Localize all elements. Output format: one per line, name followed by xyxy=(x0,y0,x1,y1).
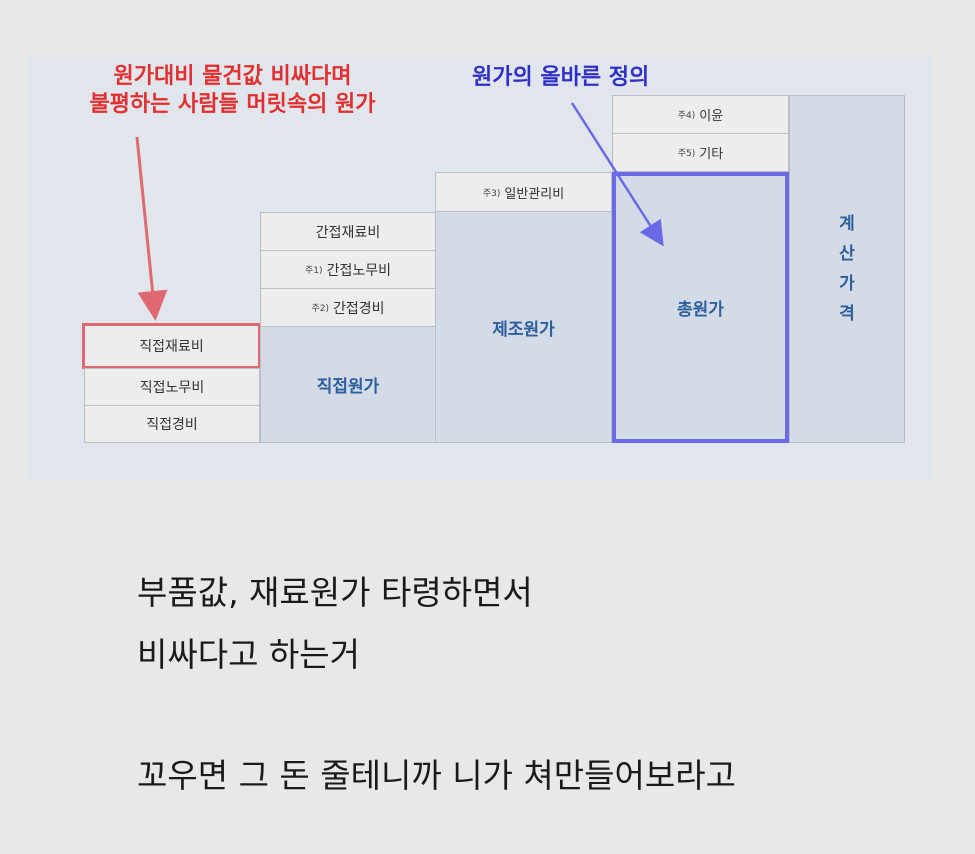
manufacturing-cost-block: 제조원가 xyxy=(435,211,612,443)
admin-expense: 주3) 일반관리비 xyxy=(435,172,612,212)
indirect-expense: 주2) 간접경비 xyxy=(260,288,436,327)
annotation-right: 원가의 올바른 정의 xyxy=(472,65,650,90)
annotation-left: 원가대비 물건값 비싸다며 불평하는 사람들 머릿속의 원가 xyxy=(35,63,430,119)
admin-expense-label: 일반관리비 xyxy=(504,186,565,202)
red-arrow xyxy=(135,136,168,321)
note-3: 주3) xyxy=(482,188,501,199)
calc-char-1: 계 xyxy=(839,214,855,234)
indirect-labor-label: 간접노무비 xyxy=(326,262,391,279)
body-line-2: 비싸다고 하는거 xyxy=(137,635,361,674)
note-2: 주2) xyxy=(311,304,329,314)
total-cost-highlight xyxy=(612,172,789,443)
calc-char-3: 가 xyxy=(839,274,855,294)
blue-arrow xyxy=(570,102,664,247)
body-line-1: 부품값, 재료원가 타령하면서 xyxy=(137,573,533,612)
annotation-left-line2: 불평하는 사람들 머릿속의 원가 xyxy=(89,92,376,117)
direct-cost-block: 직접원가 xyxy=(260,326,436,443)
other: 주5) 기타 xyxy=(612,133,789,172)
direct-material-cost: 직접재료비 xyxy=(82,323,261,369)
profit: 주4) 이윤 xyxy=(612,95,789,134)
note-4: 주4) xyxy=(677,111,696,121)
other-label: 기타 xyxy=(699,147,724,162)
annotation-left-line1: 원가대비 물건값 비싸다며 xyxy=(113,64,352,89)
indirect-expense-label: 간접경비 xyxy=(333,300,385,317)
indirect-labor-cost: 주1) 간접노무비 xyxy=(260,250,436,289)
profit-label: 이윤 xyxy=(699,109,724,124)
calc-char-2: 산 xyxy=(839,244,855,264)
note-1: 주1) xyxy=(305,266,323,276)
indirect-material-cost: 간접재료비 xyxy=(260,212,436,251)
calc-char-4: 격 xyxy=(839,304,855,324)
body-line-3: 꼬우면 그 돈 줄테니까 니가 쳐만들어보라고 xyxy=(137,756,736,795)
direct-expense: 직접경비 xyxy=(84,405,260,443)
calculated-price-block: 계 산 가 격 xyxy=(789,95,905,443)
note-5: 주5) xyxy=(677,149,696,159)
indirect-material-label: 간접재료비 xyxy=(315,224,381,241)
